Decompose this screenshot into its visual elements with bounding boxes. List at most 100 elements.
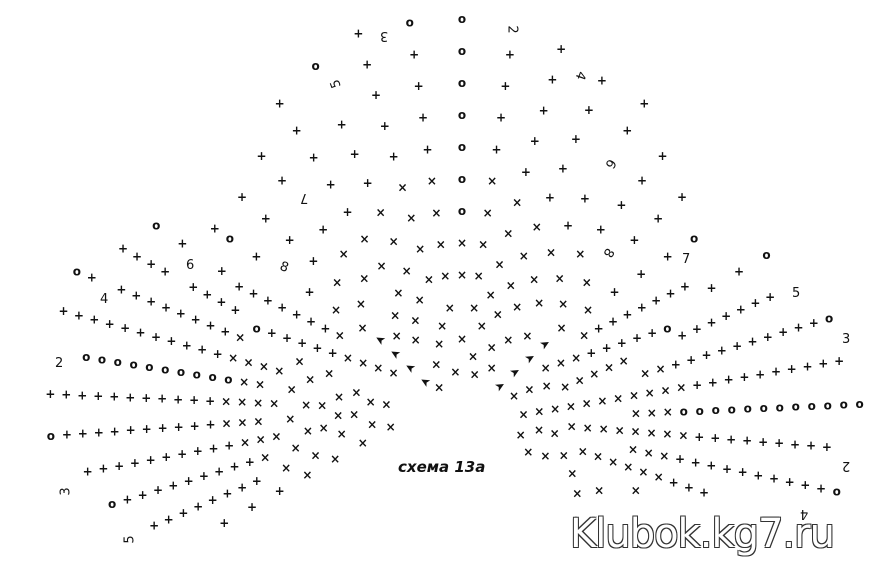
row-label-right-2: 2 — [842, 458, 851, 473]
double-crochet-symbol: + — [267, 326, 277, 340]
double-crochet-symbol: + — [77, 388, 87, 402]
single-crochet-symbol: × — [623, 460, 633, 474]
double-crochet-symbol: + — [130, 456, 140, 470]
double-crochet-symbol: + — [732, 339, 742, 353]
double-crochet-symbol: + — [722, 462, 732, 476]
double-crochet-symbol: + — [763, 330, 773, 344]
double-crochet-symbol: + — [594, 321, 604, 335]
double-crochet-symbol: + — [78, 427, 88, 441]
single-crochet-symbol: × — [509, 389, 519, 403]
double-crochet-symbol: + — [173, 392, 183, 406]
double-crochet-symbol: + — [706, 316, 716, 330]
watermark: Klubok.kg7.ru — [570, 511, 835, 557]
single-crochet-symbol: × — [582, 276, 592, 290]
chain-stitch-symbol: o — [208, 370, 216, 384]
double-crochet-symbol: + — [363, 176, 373, 190]
single-crochet-symbol: × — [534, 423, 544, 437]
double-crochet-symbol: + — [237, 480, 247, 494]
double-crochet-symbol: + — [596, 223, 606, 237]
single-crochet-symbol: × — [512, 300, 522, 314]
chain-stitch-symbol: o — [824, 398, 832, 412]
double-crochet-symbol: + — [806, 439, 816, 453]
double-crochet-symbol: + — [182, 338, 192, 352]
double-crochet-symbol: + — [177, 447, 187, 461]
chain-stitch-symbol: o — [161, 363, 169, 377]
double-crochet-symbol: + — [647, 326, 657, 340]
double-crochet-symbol: + — [787, 362, 797, 376]
single-crochet-symbol: × — [615, 423, 625, 437]
single-crochet-symbol: × — [324, 366, 334, 380]
single-crochet-symbol: × — [386, 420, 396, 434]
double-crochet-symbol: + — [556, 42, 566, 56]
single-crochet-symbol: × — [294, 354, 304, 368]
single-crochet-symbol: × — [274, 364, 284, 378]
single-crochet-symbol: × — [457, 268, 467, 282]
single-crochet-symbol: × — [392, 329, 402, 343]
single-crochet-symbol: × — [583, 303, 593, 317]
double-crochet-symbol: + — [237, 190, 247, 204]
single-crochet-symbol: × — [303, 424, 313, 438]
row-label-top-3: 3 — [380, 28, 389, 43]
single-crochet-symbol: × — [434, 381, 444, 395]
double-crochet-symbol: + — [816, 481, 826, 495]
single-crochet-symbol: × — [599, 422, 609, 436]
diagram-caption: схема 13а — [398, 458, 486, 476]
double-crochet-symbol: + — [706, 459, 716, 473]
single-crochet-symbol: × — [676, 381, 686, 395]
single-crochet-symbol: × — [604, 361, 614, 375]
double-crochet-symbol: + — [149, 519, 159, 533]
double-crochet-symbol: + — [275, 96, 285, 110]
single-crochet-symbol: × — [529, 273, 539, 287]
single-crochet-symbol: × — [629, 389, 639, 403]
single-crochet-symbol: × — [406, 211, 416, 225]
single-crochet-symbol: × — [351, 385, 361, 399]
single-crochet-symbol: × — [253, 414, 263, 428]
double-crochet-symbol: + — [177, 237, 187, 251]
single-crochet-symbol: × — [655, 362, 665, 376]
single-crochet-symbol: × — [470, 368, 480, 382]
double-crochet-symbol: + — [371, 88, 381, 102]
chain-stitch-symbol: o — [252, 321, 260, 335]
double-crochet-symbol: + — [677, 190, 687, 204]
single-crochet-symbol: × — [503, 227, 513, 241]
double-crochet-symbol: + — [491, 142, 501, 156]
double-crochet-symbol: + — [692, 378, 702, 392]
chain-stitch-symbol: o — [114, 355, 122, 369]
double-crochet-symbol: + — [692, 322, 702, 336]
single-crochet-symbol: × — [287, 383, 297, 397]
double-crochet-symbol: + — [263, 293, 273, 307]
double-crochet-symbol: + — [131, 288, 141, 302]
single-crochet-symbol: × — [310, 449, 320, 463]
chain-stitch-symbol: o — [177, 365, 185, 379]
double-crochet-symbol: + — [778, 325, 788, 339]
double-crochet-symbol: + — [120, 321, 130, 335]
double-crochet-symbol: + — [153, 483, 163, 497]
double-crochet-symbol: + — [586, 346, 596, 360]
direction-arrow-icon: ➤ — [507, 363, 523, 380]
single-crochet-symbol: × — [239, 375, 249, 389]
double-crochet-symbol: + — [166, 334, 176, 348]
single-crochet-symbol: × — [469, 301, 479, 315]
chain-stitch-symbol: o — [855, 397, 863, 411]
single-crochet-symbol: × — [534, 296, 544, 310]
double-crochet-symbol: + — [653, 211, 663, 225]
single-crochet-symbol: × — [593, 450, 603, 464]
double-crochet-symbol: + — [769, 472, 779, 486]
double-crochet-symbol: + — [793, 321, 803, 335]
double-crochet-symbol: + — [651, 293, 661, 307]
single-crochet-symbol: × — [494, 257, 504, 271]
row-label-left-2: 2 — [55, 356, 64, 371]
double-crochet-symbol: + — [213, 347, 223, 361]
single-crochet-symbol: × — [373, 361, 383, 375]
double-crochet-symbol: + — [736, 303, 746, 317]
direction-arrow-icon: ➤ — [492, 377, 508, 394]
single-crochet-symbol: × — [645, 386, 655, 400]
single-crochet-symbol: × — [228, 351, 238, 365]
single-crochet-symbol: × — [597, 394, 607, 408]
single-crochet-symbol: × — [333, 409, 343, 423]
single-crochet-symbol: × — [654, 470, 664, 484]
double-crochet-symbol: + — [608, 314, 618, 328]
double-crochet-symbol: + — [530, 134, 540, 148]
chain-stitch-symbol: o — [680, 405, 688, 419]
